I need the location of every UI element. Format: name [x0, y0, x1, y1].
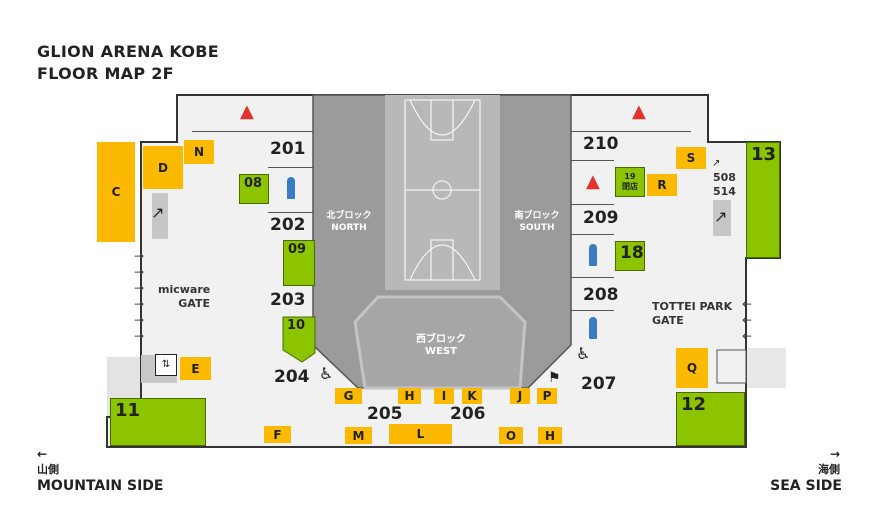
mountain-side-label: MOUNTAIN SIDE	[37, 478, 164, 494]
entrance-203: 203	[270, 290, 306, 310]
shop-g[interactable]: G	[335, 388, 362, 404]
area-09[interactable]: 09	[283, 240, 315, 286]
divider	[571, 234, 614, 235]
area-08[interactable]: 08	[239, 174, 269, 204]
divider	[268, 212, 313, 213]
basketball-court	[404, 99, 481, 281]
divider	[571, 310, 614, 311]
entrance-209: 209	[583, 208, 619, 228]
wheelchair-icon: ♿	[576, 344, 591, 363]
shop-d[interactable]: D	[143, 146, 183, 189]
entrance-202: 202	[270, 215, 306, 235]
map-subtitle: FLOOR MAP 2F	[37, 64, 174, 83]
mountain-side-jp: 山側	[37, 463, 59, 476]
entrance-206: 206	[450, 404, 486, 424]
gate-entry-arrows: ←←←	[742, 297, 753, 343]
sea-side-jp: 海側	[818, 463, 840, 476]
shop-q[interactable]: Q	[676, 348, 708, 388]
area-13[interactable]: 13	[746, 142, 780, 258]
shop-h[interactable]: H	[398, 388, 421, 404]
escalator-left	[152, 193, 168, 239]
shop-j[interactable]: J	[510, 388, 530, 404]
entrance-201: 201	[270, 139, 306, 159]
divider	[192, 131, 313, 132]
shop-f[interactable]: F	[264, 426, 291, 443]
shop-k[interactable]: K	[462, 388, 482, 404]
shop-c[interactable]: C	[97, 142, 135, 242]
divider	[571, 277, 614, 278]
wheelchair-icon: ♿	[319, 364, 334, 383]
area-18[interactable]: 18	[615, 241, 645, 271]
area-10-shape	[282, 316, 316, 363]
elevator-icon: ⇅	[155, 354, 177, 376]
area-12[interactable]: 12	[676, 392, 745, 446]
shop-e[interactable]: E	[180, 357, 211, 380]
escalator-icon: ↗	[714, 207, 728, 226]
area-11[interactable]: 11	[110, 398, 206, 446]
divider	[571, 204, 614, 205]
shop-o[interactable]: O	[499, 427, 523, 444]
female-restroom-icon: ▲	[586, 171, 600, 192]
shop-p[interactable]: P	[537, 388, 557, 404]
shop-h-2[interactable]: H	[538, 427, 562, 444]
sea-side-label: SEA SIDE	[770, 478, 842, 494]
baby-changing-icon: ⚑	[548, 370, 561, 386]
divider	[571, 131, 691, 132]
shop-r[interactable]: R	[647, 174, 677, 196]
male-restroom-icon	[589, 244, 597, 266]
entrance-208: 208	[583, 285, 619, 305]
entrance-204: 204	[274, 367, 310, 387]
entrance-207: 207	[581, 374, 617, 394]
divider	[571, 160, 614, 161]
male-restroom-icon	[589, 317, 597, 339]
shop-l[interactable]: L	[389, 424, 452, 444]
sea-side-arrow-icon: →	[829, 447, 840, 461]
shop-s[interactable]: S	[676, 147, 706, 169]
area-10[interactable]: 10	[287, 318, 306, 333]
female-restroom-icon: ▲	[240, 101, 254, 122]
court-area	[385, 95, 500, 290]
entrance-205: 205	[367, 404, 403, 424]
gate-entry-arrows: →→→→→→	[134, 249, 145, 343]
divider	[268, 167, 313, 168]
structure-right	[716, 349, 747, 384]
mountain-side-arrow-icon: ←	[37, 447, 48, 461]
shop-i[interactable]: I	[434, 388, 454, 404]
entrance-210: 210	[583, 134, 619, 154]
escalator-right	[713, 200, 731, 236]
female-restroom-icon: ▲	[632, 101, 646, 122]
shop-m[interactable]: M	[345, 427, 372, 444]
male-restroom-icon	[287, 177, 295, 199]
map-title: GLION ARENA KOBE	[37, 42, 220, 61]
escalator-icon: ↗	[151, 203, 165, 222]
escalator-up-arrow-icon: ↗	[712, 158, 721, 169]
shop-n[interactable]: N	[184, 140, 214, 164]
